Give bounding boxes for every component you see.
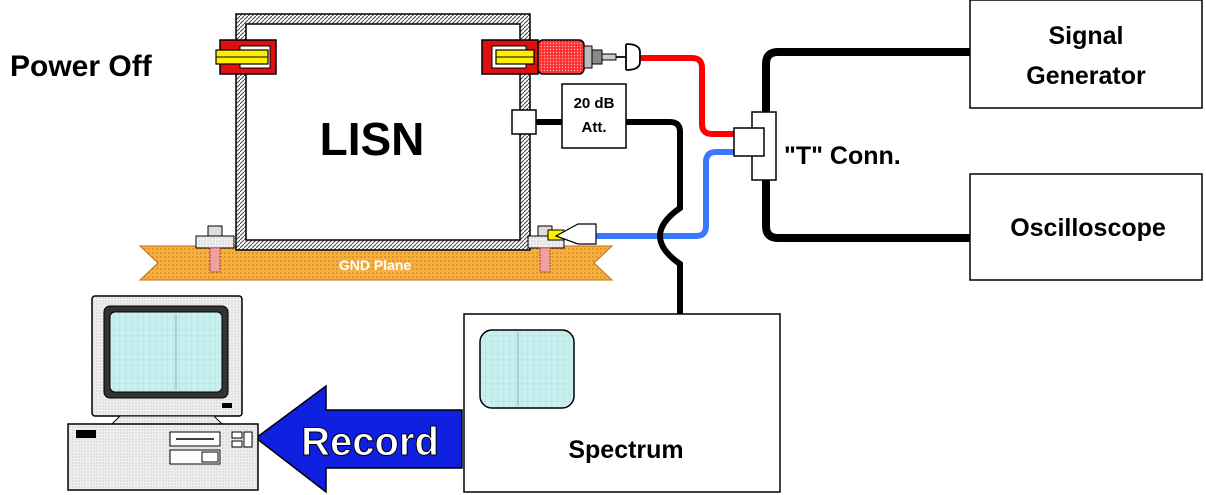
attenuator-label-line1: 20 dB <box>574 95 615 112</box>
pc-base <box>67 423 259 491</box>
attenuator-to-spectrum-cable <box>536 119 683 316</box>
signal-generator-label-line1: Signal <box>1048 22 1123 50</box>
record-label: Record <box>301 420 439 464</box>
left-bolt <box>195 225 235 273</box>
record-arrow: Record <box>254 384 463 494</box>
spectrum-analyzer-box: Spectrum <box>463 313 781 493</box>
power-off-label: Power Off <box>10 50 153 83</box>
attenuator-label-line2: Att. <box>582 119 607 136</box>
monitor-screen <box>109 311 223 393</box>
attenuator: 20 dB Att. <box>511 83 627 149</box>
oscilloscope-label: Oscilloscope <box>1010 214 1166 242</box>
power-off-connector <box>215 39 277 75</box>
signal-generator-box: Signal Generator <box>969 0 1203 109</box>
right-bolt <box>527 223 597 273</box>
computer-icon <box>67 295 259 491</box>
lisn-output-connector <box>481 39 641 75</box>
red-cable <box>640 55 738 137</box>
lisn-box: LISN <box>235 13 531 251</box>
spectrum-label: Spectrum <box>568 436 683 464</box>
spectrum-screen <box>479 329 575 409</box>
lisn-label: LISN <box>320 113 425 165</box>
blue-cable <box>594 149 738 239</box>
signal-generator-label-line2: Generator <box>1026 62 1146 90</box>
gnd-plane-label: GND Plane <box>339 257 412 273</box>
t-connector-label: "T" Conn. <box>784 142 901 170</box>
oscilloscope-cable <box>762 168 972 242</box>
gnd-plane: GND Plane <box>138 245 614 281</box>
signal-generator-cable <box>762 48 972 118</box>
oscilloscope-box: Oscilloscope <box>969 173 1203 281</box>
t-connector: "T" Conn. <box>733 111 901 181</box>
